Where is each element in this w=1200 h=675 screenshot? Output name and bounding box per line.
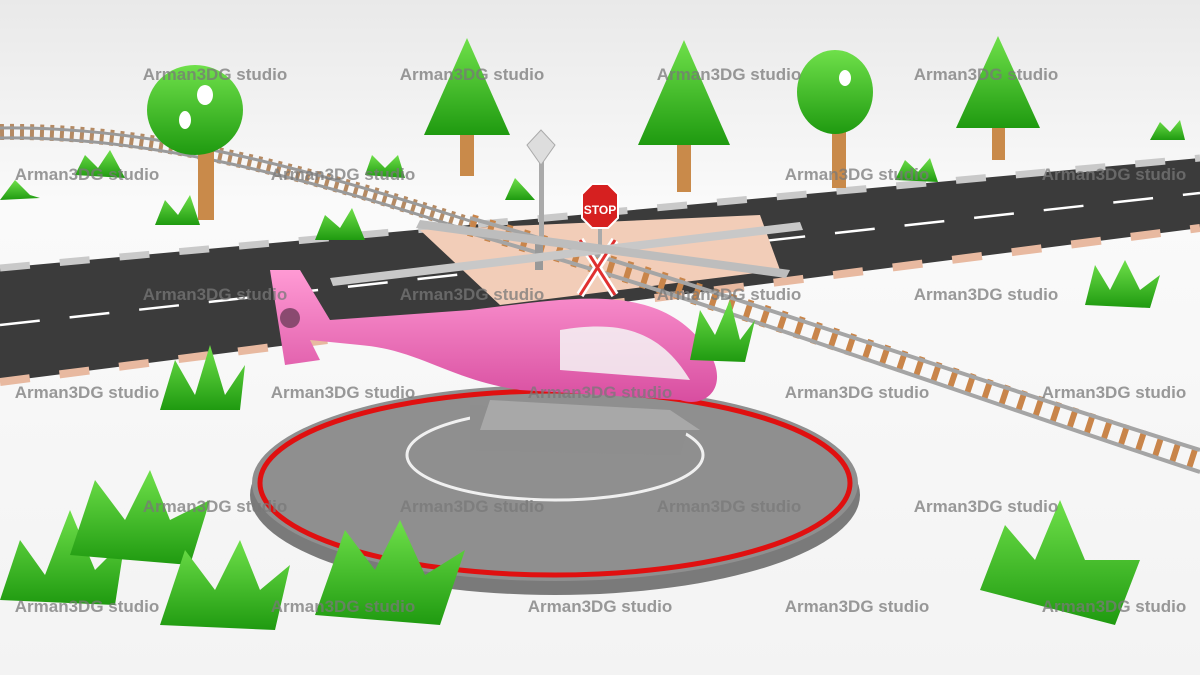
watermark-text: Arman3DG studio	[14, 165, 160, 184]
watermark-text: Arman3DG studio	[1041, 597, 1187, 616]
watermark-text: Arman3DG studio	[913, 497, 1059, 516]
watermark-text: Arman3DG studio	[656, 285, 802, 304]
watermark-text: Arman3DG studio	[1041, 165, 1187, 184]
watermark-text: Arman3DG studio	[784, 597, 930, 616]
railway-sign	[526, 129, 556, 245]
stop-sign: STOP	[581, 183, 619, 250]
watermark-text: Arman3DG studio	[399, 285, 545, 304]
watermark-text: Arman3DG studio	[1041, 383, 1187, 402]
pine-tree	[956, 36, 1040, 160]
watermark-text: Arman3DG studio	[656, 497, 802, 516]
watermark-text: Arman3DG studio	[399, 65, 545, 84]
pine-tree	[638, 40, 730, 192]
deciduous-tree	[147, 65, 243, 220]
watermark-text: Arman3DG studio	[527, 597, 673, 616]
pine-tree	[424, 38, 510, 176]
watermark-text: Arman3DG studio	[142, 65, 288, 84]
watermark-text: Arman3DG studio	[14, 597, 160, 616]
watermark-text: Arman3DG studio	[656, 65, 802, 84]
watermark-text: Arman3DG studio	[784, 165, 930, 184]
watermark-text: Arman3DG studio	[270, 383, 416, 402]
watermark-text: Arman3DG studio	[913, 65, 1059, 84]
watermark-text: Arman3DG studio	[142, 285, 288, 304]
watermark-text: Arman3DG studio	[14, 383, 160, 402]
watermark-text: Arman3DG studio	[913, 285, 1059, 304]
grass-tufts	[0, 120, 1185, 630]
watermark-text: Arman3DG studio	[784, 383, 930, 402]
watermark-text: Arman3DG studio	[142, 497, 288, 516]
watermark-text: Arman3DG studio	[270, 597, 416, 616]
railway-back	[0, 123, 473, 233]
deciduous-tree	[797, 50, 873, 188]
watermark-text: Arman3DG studio	[527, 383, 673, 402]
helicopter	[270, 220, 803, 455]
watermark-text: Arman3DG studio	[270, 165, 416, 184]
watermark-text: Arman3DG studio	[399, 497, 545, 516]
stop-sign-label: STOP	[584, 203, 616, 217]
